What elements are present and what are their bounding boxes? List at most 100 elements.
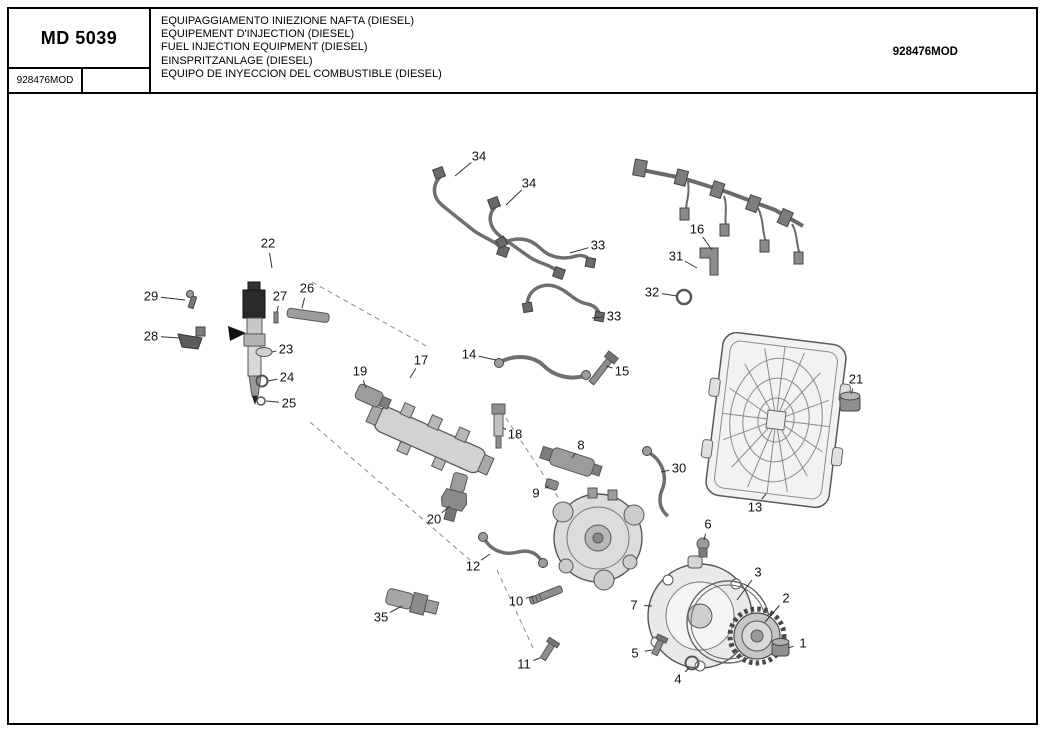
callout-26: 26	[300, 281, 314, 296]
callout-leader-17	[409, 368, 417, 379]
cap-21	[839, 391, 861, 412]
connector-18	[491, 403, 506, 449]
callout-25: 25	[282, 396, 296, 411]
fuel-injector-assembly	[177, 281, 330, 406]
callout-leader-14	[478, 355, 497, 361]
callout-leader-22	[269, 252, 273, 269]
callout-leader-20	[441, 505, 451, 514]
bolt-5	[651, 633, 669, 657]
callout-leader-11	[533, 657, 541, 661]
callout-leader-33	[569, 247, 589, 254]
header-left: MD 5039 928476MOD	[9, 9, 151, 92]
header: MD 5039 928476MOD EQUIPAGGIAMENTO INIEZI…	[9, 9, 1036, 94]
screw-29	[186, 290, 198, 310]
tube-12	[478, 532, 548, 568]
title-block: EQUIPAGGIAMENTO INIEZIONE NAFTA (DIESEL)…	[151, 9, 442, 92]
callout-16: 16	[690, 222, 704, 237]
callout-15: 15	[615, 364, 629, 379]
callout-12: 12	[466, 559, 480, 574]
callout-23: 23	[279, 342, 293, 357]
oring-24	[255, 374, 269, 388]
callout-leader-5	[644, 649, 653, 652]
arrow-marker	[228, 326, 246, 341]
callout-2: 2	[782, 591, 789, 606]
bracket-31	[699, 247, 719, 276]
cap-1	[771, 638, 790, 657]
page-code: 928476MOD	[892, 46, 958, 58]
tube-26	[286, 307, 330, 323]
callout-18: 18	[508, 427, 522, 442]
fitting-6	[696, 537, 710, 558]
callout-7: 7	[630, 598, 637, 613]
callout-leader-19	[362, 380, 367, 389]
model-code-box: 928476MOD	[9, 69, 83, 92]
clamp-28	[177, 326, 206, 350]
callout-35: 35	[374, 610, 388, 625]
callout-leader-8	[571, 452, 576, 459]
stud-10	[529, 585, 563, 605]
callout-leader-25	[265, 400, 280, 403]
fitting-9	[544, 478, 559, 491]
callout-5: 5	[631, 646, 638, 661]
model-code-label: 928476MOD	[16, 75, 74, 86]
callout-leader-28	[160, 336, 181, 339]
pin-27	[273, 311, 279, 324]
callout-leader-26	[301, 297, 306, 309]
callout-leader-29	[160, 296, 186, 301]
callout-32: 32	[645, 285, 659, 300]
callout-30: 30	[672, 461, 686, 476]
title-english: FUEL INJECTION EQUIPMENT (DIESEL)	[161, 41, 368, 54]
sensor-20	[440, 472, 468, 523]
callout-leader-33	[591, 316, 605, 319]
callout-13: 13	[748, 500, 762, 515]
model-box: MD 5039	[9, 9, 149, 69]
solenoid-8	[539, 445, 603, 477]
callout-leader-18	[502, 427, 507, 430]
drive-gear-2	[727, 606, 787, 666]
callout-leader-16	[702, 236, 713, 251]
callout-leader-2	[764, 605, 780, 623]
tube-30	[642, 446, 670, 518]
callout-24: 24	[280, 370, 294, 385]
washer-23	[255, 347, 273, 357]
callout-leader-9	[544, 485, 550, 489]
callout-34: 34	[472, 149, 486, 164]
bolt-11	[539, 636, 561, 662]
callout-11: 11	[517, 657, 531, 672]
title-italian: EQUIPAGGIAMENTO INIEZIONE NAFTA (DIESEL)	[161, 15, 415, 27]
callout-6: 6	[704, 517, 711, 532]
bolt-15	[588, 350, 619, 386]
callout-leader-32	[661, 293, 678, 297]
callout-3: 3	[754, 565, 761, 580]
callout-leader-6	[703, 533, 707, 541]
fuel-pipes	[432, 174, 602, 319]
pump-housing-7	[647, 555, 754, 672]
callout-33: 33	[607, 309, 621, 324]
title-spanish: EQUIPO DE INYECCION DEL COMBUSTIBLE (DIE…	[161, 67, 442, 80]
callout-21: 21	[849, 372, 863, 387]
oring-32	[675, 288, 693, 306]
callout-1: 1	[799, 636, 806, 651]
callout-34: 34	[522, 176, 536, 191]
callout-28: 28	[144, 329, 158, 344]
callout-19: 19	[353, 364, 367, 379]
fuel-rail	[365, 401, 495, 476]
callout-leader-34	[505, 189, 523, 206]
callout-9: 9	[532, 486, 539, 501]
callout-leader-12	[480, 553, 491, 561]
page-border: MD 5039 928476MOD EQUIPAGGIAMENTO INIEZI…	[7, 7, 1038, 725]
model-label: MD 5039	[40, 27, 118, 48]
callout-leader-35	[389, 605, 403, 613]
callout-leader-3	[736, 579, 753, 601]
callout-leader-30	[660, 469, 670, 473]
wiring-harness	[632, 158, 804, 306]
tube-14	[494, 355, 591, 380]
callout-10: 10	[509, 594, 523, 609]
title-french: EQUIPEMENT D'INJECTION (DIESEL)	[161, 28, 355, 41]
callout-leader-24	[267, 378, 278, 382]
callout-leader-31	[684, 260, 698, 269]
callout-29: 29	[144, 289, 158, 304]
